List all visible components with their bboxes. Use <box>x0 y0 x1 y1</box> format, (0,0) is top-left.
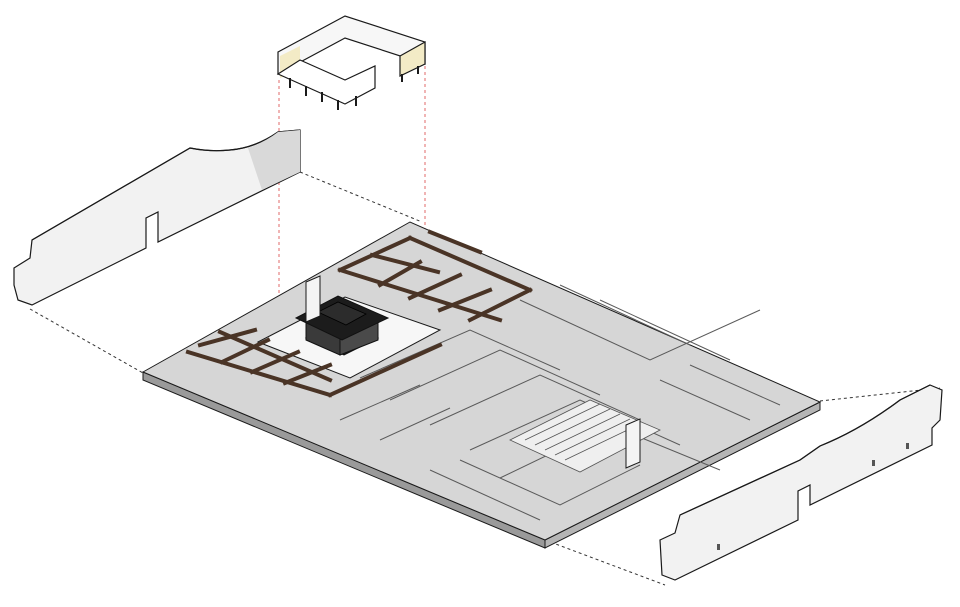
beam <box>377 259 423 288</box>
upper-frame-posts <box>289 66 419 110</box>
left-wall-panel <box>13 129 301 306</box>
pavilion-roof-ridge <box>317 301 367 326</box>
beam <box>407 272 463 301</box>
beam <box>217 329 333 383</box>
partition-line <box>459 459 641 506</box>
beam <box>427 229 483 255</box>
dashed-guide-front-left <box>29 308 144 374</box>
beam <box>185 349 333 398</box>
stairwell <box>509 399 661 473</box>
right-wall-top-edge <box>679 384 931 516</box>
partition-line <box>379 407 451 441</box>
beam <box>197 327 258 348</box>
partition-line <box>339 384 421 421</box>
partition-line <box>389 349 601 401</box>
partition-line <box>659 379 751 421</box>
dashed-guide-front-right <box>544 539 666 586</box>
frame-left <box>305 275 321 323</box>
beam <box>249 349 301 375</box>
beam <box>282 362 333 386</box>
partition-line <box>429 469 541 521</box>
partition-line <box>689 364 781 406</box>
upper-frame-front-wall <box>276 59 376 105</box>
stair-block <box>509 399 661 473</box>
partition-line <box>519 299 761 361</box>
right-wall-slot-3 <box>906 443 909 449</box>
beam <box>437 287 493 313</box>
beam <box>219 337 271 365</box>
upper-level-frame <box>276 15 426 110</box>
right-wall-slot-1 <box>717 544 720 550</box>
left-wall-top-edge <box>31 129 301 241</box>
beam <box>369 252 441 275</box>
dashed-guide-back-right <box>819 387 941 402</box>
timber-beam-grid <box>185 229 533 398</box>
left-wall-shadow-band <box>248 130 300 190</box>
standing-frames <box>305 275 641 469</box>
beam <box>327 342 443 398</box>
stair-treads <box>524 403 641 461</box>
beam <box>467 287 533 323</box>
right-wall-slot-2 <box>872 460 875 466</box>
partition-line <box>359 329 561 379</box>
beam <box>407 235 533 293</box>
partition-line <box>599 299 731 361</box>
frame-right <box>625 418 641 469</box>
partition-line <box>559 284 691 346</box>
partition-line <box>429 374 641 426</box>
upper-frame-right-wall <box>399 40 426 77</box>
right-wall-panel <box>659 384 943 581</box>
dashed-guide-back-left <box>299 171 423 223</box>
